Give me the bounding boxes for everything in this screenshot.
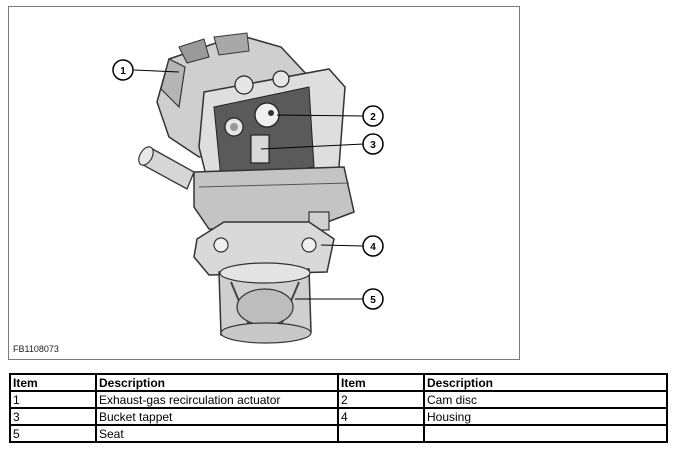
svg-text:2: 2 xyxy=(370,112,376,123)
item-description: Bucket tappet xyxy=(95,407,339,426)
item-number: 5 xyxy=(9,424,97,443)
svg-text:3: 3 xyxy=(370,140,376,151)
callout-5: 5 xyxy=(362,288,384,310)
item-number: 1 xyxy=(9,390,97,409)
figure-id: FB1108073 xyxy=(13,344,59,354)
item-number: 4 xyxy=(337,407,425,426)
side-pipe xyxy=(138,146,195,190)
item-number: 2 xyxy=(337,390,425,409)
item-description: Cam disc xyxy=(423,390,668,409)
table-row: 5 Seat xyxy=(9,424,668,443)
leader-lines xyxy=(133,69,365,300)
item-description xyxy=(423,424,668,443)
item-description: Exhaust-gas recirculation actuator xyxy=(95,390,339,409)
item-description: Seat xyxy=(95,424,339,443)
callout-1: 1 xyxy=(112,59,134,81)
svg-text:4: 4 xyxy=(370,242,376,253)
egr-valve-illustration: 1 2 3 4 5 xyxy=(112,32,384,344)
callout-2: 2 xyxy=(362,105,384,127)
table-row: 1 Exhaust-gas recirculation actuator 2 C… xyxy=(9,390,668,409)
item-number xyxy=(337,424,425,443)
legend-header-row: Item Description Item Description xyxy=(9,373,668,392)
svg-text:1: 1 xyxy=(120,66,126,77)
housing-flange xyxy=(193,221,335,276)
header-item: Item xyxy=(337,373,425,392)
table-row: 3 Bucket tappet 4 Housing xyxy=(9,407,668,426)
header-item: Item xyxy=(9,373,97,392)
callout-3: 3 xyxy=(362,133,384,155)
callout-4: 4 xyxy=(362,235,384,257)
seat-housing xyxy=(218,262,312,344)
item-number: 3 xyxy=(9,407,97,426)
header-description: Description xyxy=(95,373,339,392)
item-description: Housing xyxy=(423,407,668,426)
header-description: Description xyxy=(423,373,668,392)
legend-table: Item Description Item Description 1 Exha… xyxy=(9,373,668,443)
cutaway-plate xyxy=(198,68,346,188)
svg-text:5: 5 xyxy=(370,295,376,306)
figure-frame: 1 2 3 4 5 FB1108073 xyxy=(8,6,520,360)
